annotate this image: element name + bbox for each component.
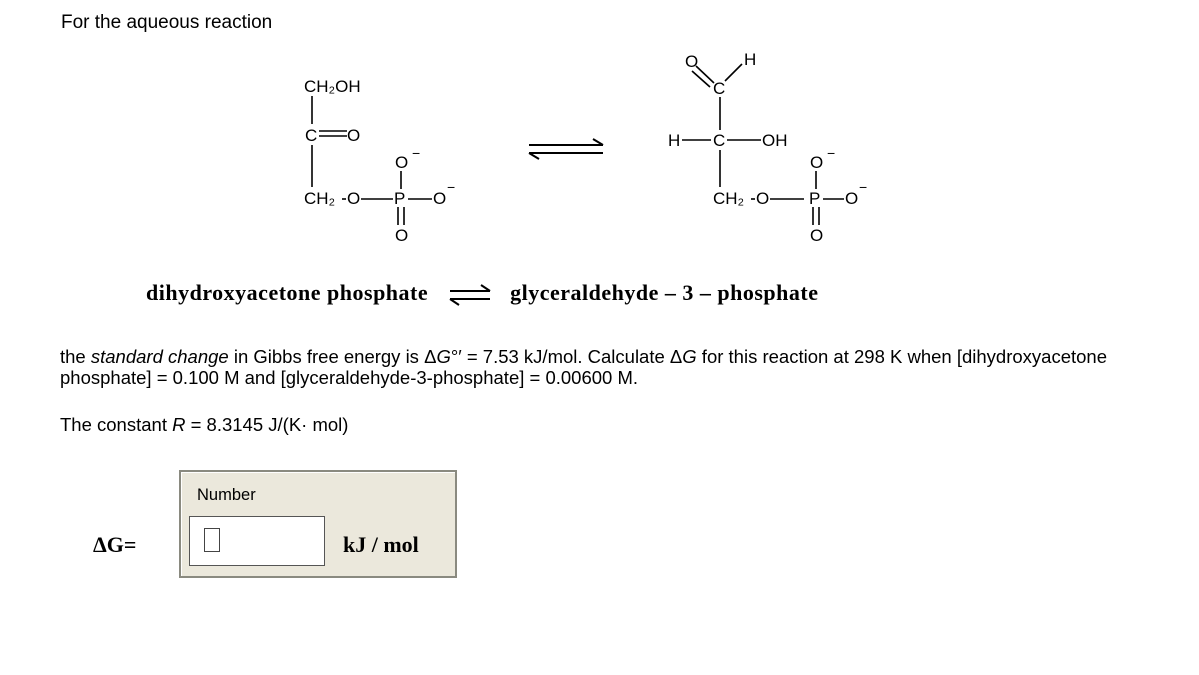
names-equilibrium-arrows-icon (434, 283, 504, 307)
oh-right-label: OH (762, 131, 788, 150)
left-charge-top: − (412, 145, 420, 161)
left-ester-o-label: O (347, 189, 360, 208)
left-charge-right: − (447, 179, 455, 195)
ch2oh-label: CH₂OH (304, 77, 361, 96)
carbonyl-c-label: C (305, 126, 317, 145)
gas-constant-text: The constant R = 8.3145 J/(K· mol) (60, 414, 349, 435)
aldehyde-c-label: C (713, 79, 725, 98)
left-p-o-right-label: O (433, 189, 446, 208)
delta-g-input-field[interactable] (189, 516, 325, 566)
left-p-o-top-label: O (395, 153, 408, 172)
h-left-label: H (668, 131, 680, 150)
left-phosphorus-label: P (394, 189, 405, 208)
right-ester-o-label: O (756, 189, 769, 208)
intro-text: For the aqueous reaction (61, 12, 273, 33)
reactant-name: dihydroxyacetone phosphate (146, 280, 429, 305)
left-ch2-label: CH₂ (304, 189, 335, 208)
aldehyde-o-label: O (685, 52, 698, 71)
right-p-o-top-label: O (810, 153, 823, 172)
dihydroxyacetone-phosphate-structure: CH₂OH C O CH₂ O O − P O − O (304, 77, 455, 245)
product-name: glyceraldehyde – 3 – phosphate (510, 280, 819, 305)
aldehyde-h-label: H (744, 50, 756, 69)
left-p-o-bottom-label: O (395, 226, 408, 245)
glyceraldehyde-3-phosphate-structure: O H C H C OH CH₂ O O − P O − O (668, 50, 867, 245)
center-c-label: C (713, 131, 725, 150)
carbonyl-o-label: O (347, 126, 360, 145)
right-p-o-right-label: O (845, 189, 858, 208)
answer-panel: Number kJ / mol (179, 470, 457, 578)
number-caption: Number (197, 486, 256, 504)
reaction-names-row: dihydroxyacetone phosphate glyceraldehyd… (146, 280, 819, 307)
right-p-o-bottom-label: O (810, 226, 823, 245)
input-placeholder-box (204, 528, 220, 552)
equilibrium-arrows-icon (528, 138, 604, 160)
unit-label: kJ / mol (343, 532, 419, 557)
right-charge-right: − (859, 179, 867, 195)
right-phosphorus-label: P (809, 189, 820, 208)
standard-change-emphasis: standard change (90, 346, 229, 367)
right-ch2-label: CH₂ (713, 189, 744, 208)
right-charge-top: − (827, 145, 835, 161)
delta-g-label: ΔG= (93, 532, 137, 557)
question-text: the standard change in Gibbs free energy… (60, 346, 1107, 388)
